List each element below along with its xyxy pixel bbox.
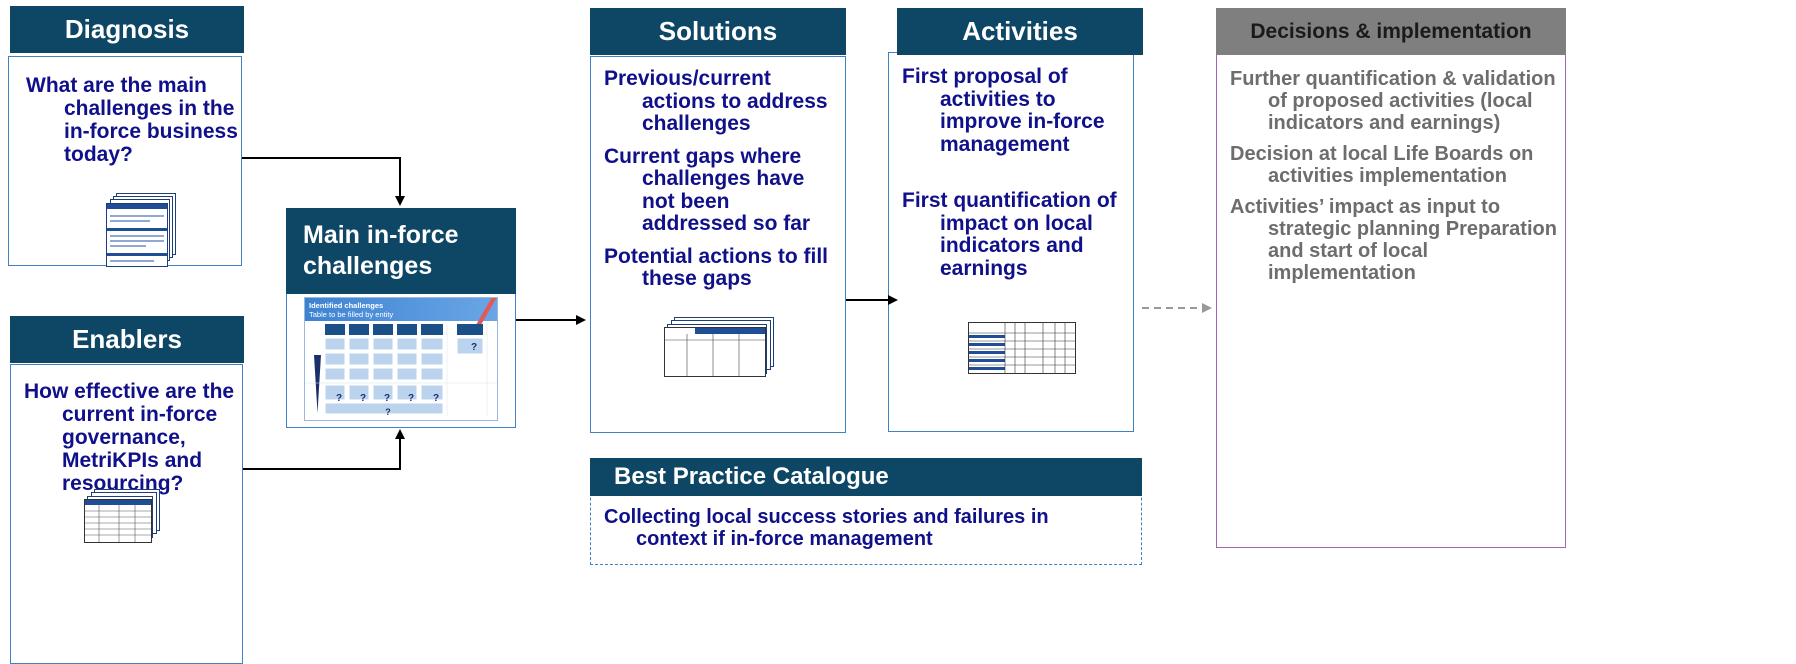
enablers-question: How effective are the current in-force g…: [24, 380, 242, 495]
solutions-header: Solutions: [590, 8, 846, 55]
activities-list: First proposal of activities to improve …: [902, 65, 1128, 290]
solutions-item-2: Current gaps where challenges have not b…: [604, 144, 811, 235]
decisions-box: [1216, 8, 1566, 548]
diagnosis-document-thumbnail: [106, 193, 176, 268]
solutions-table-thumbnail: [664, 317, 774, 377]
decisions-item-2: Decision at local Life Boards on activit…: [1230, 143, 1534, 187]
thumb-question-2: ?: [359, 393, 367, 404]
main-challenges-title: Main in-force challenges: [303, 221, 459, 280]
thumb-question-6: ?: [470, 342, 478, 353]
best-practice-header: Best Practice Catalogue: [590, 458, 1142, 496]
main-challenges-header: Main in-force challenges: [286, 208, 516, 294]
enablers-table-thumbnail: [84, 489, 160, 543]
enablers-question-text: How effective are the current in-force g…: [24, 380, 235, 495]
arrow-diagnosis-to-challenges: [242, 157, 405, 206]
thumb-question-3: ?: [383, 393, 391, 404]
decisions-item-1: Further quantification & validation of p…: [1230, 68, 1556, 134]
solutions-item-3: Potential actions to fill these gaps: [604, 244, 829, 290]
thumb-subtitle: Table to be filled by entity: [309, 310, 394, 319]
best-practice-text-content: Collecting local success stories and fai…: [604, 506, 1049, 550]
activities-table-thumbnail: [968, 322, 1076, 374]
best-practice-text: Collecting local success stories and fai…: [604, 506, 1124, 550]
solutions-list: Previous/current actions to address chal…: [604, 67, 840, 301]
activities-item-2: First quantification of impact on local …: [902, 189, 1117, 280]
diagnosis-question: What are the main challenges in the in-f…: [26, 74, 240, 166]
decisions-header: Decisions & implementation: [1216, 8, 1566, 55]
thumb-title: Identified challenges: [309, 301, 384, 310]
enablers-header: Enablers: [10, 316, 244, 363]
activities-item-1: First proposal of activities to improve …: [902, 65, 1105, 156]
thumb-question-7: ?: [385, 407, 391, 417]
challenges-table-thumbnail: Identified challenges Table to be filled…: [304, 297, 498, 421]
decisions-item-3: Activities’ impact as input to strategic…: [1230, 196, 1557, 284]
thumb-question-1: ?: [335, 393, 343, 404]
diagnosis-header: Diagnosis: [10, 6, 244, 53]
solutions-item-1: Previous/current actions to address chal…: [604, 67, 828, 135]
thumb-question-5: ?: [432, 393, 440, 404]
activities-header: Activities: [897, 8, 1143, 55]
diagnosis-question-text: What are the main challenges in the in-f…: [26, 74, 238, 166]
thumb-question-4: ?: [407, 393, 415, 404]
decisions-list: Further quantification & validation of p…: [1230, 68, 1560, 293]
arrow-enablers-to-challenges: [243, 429, 405, 470]
